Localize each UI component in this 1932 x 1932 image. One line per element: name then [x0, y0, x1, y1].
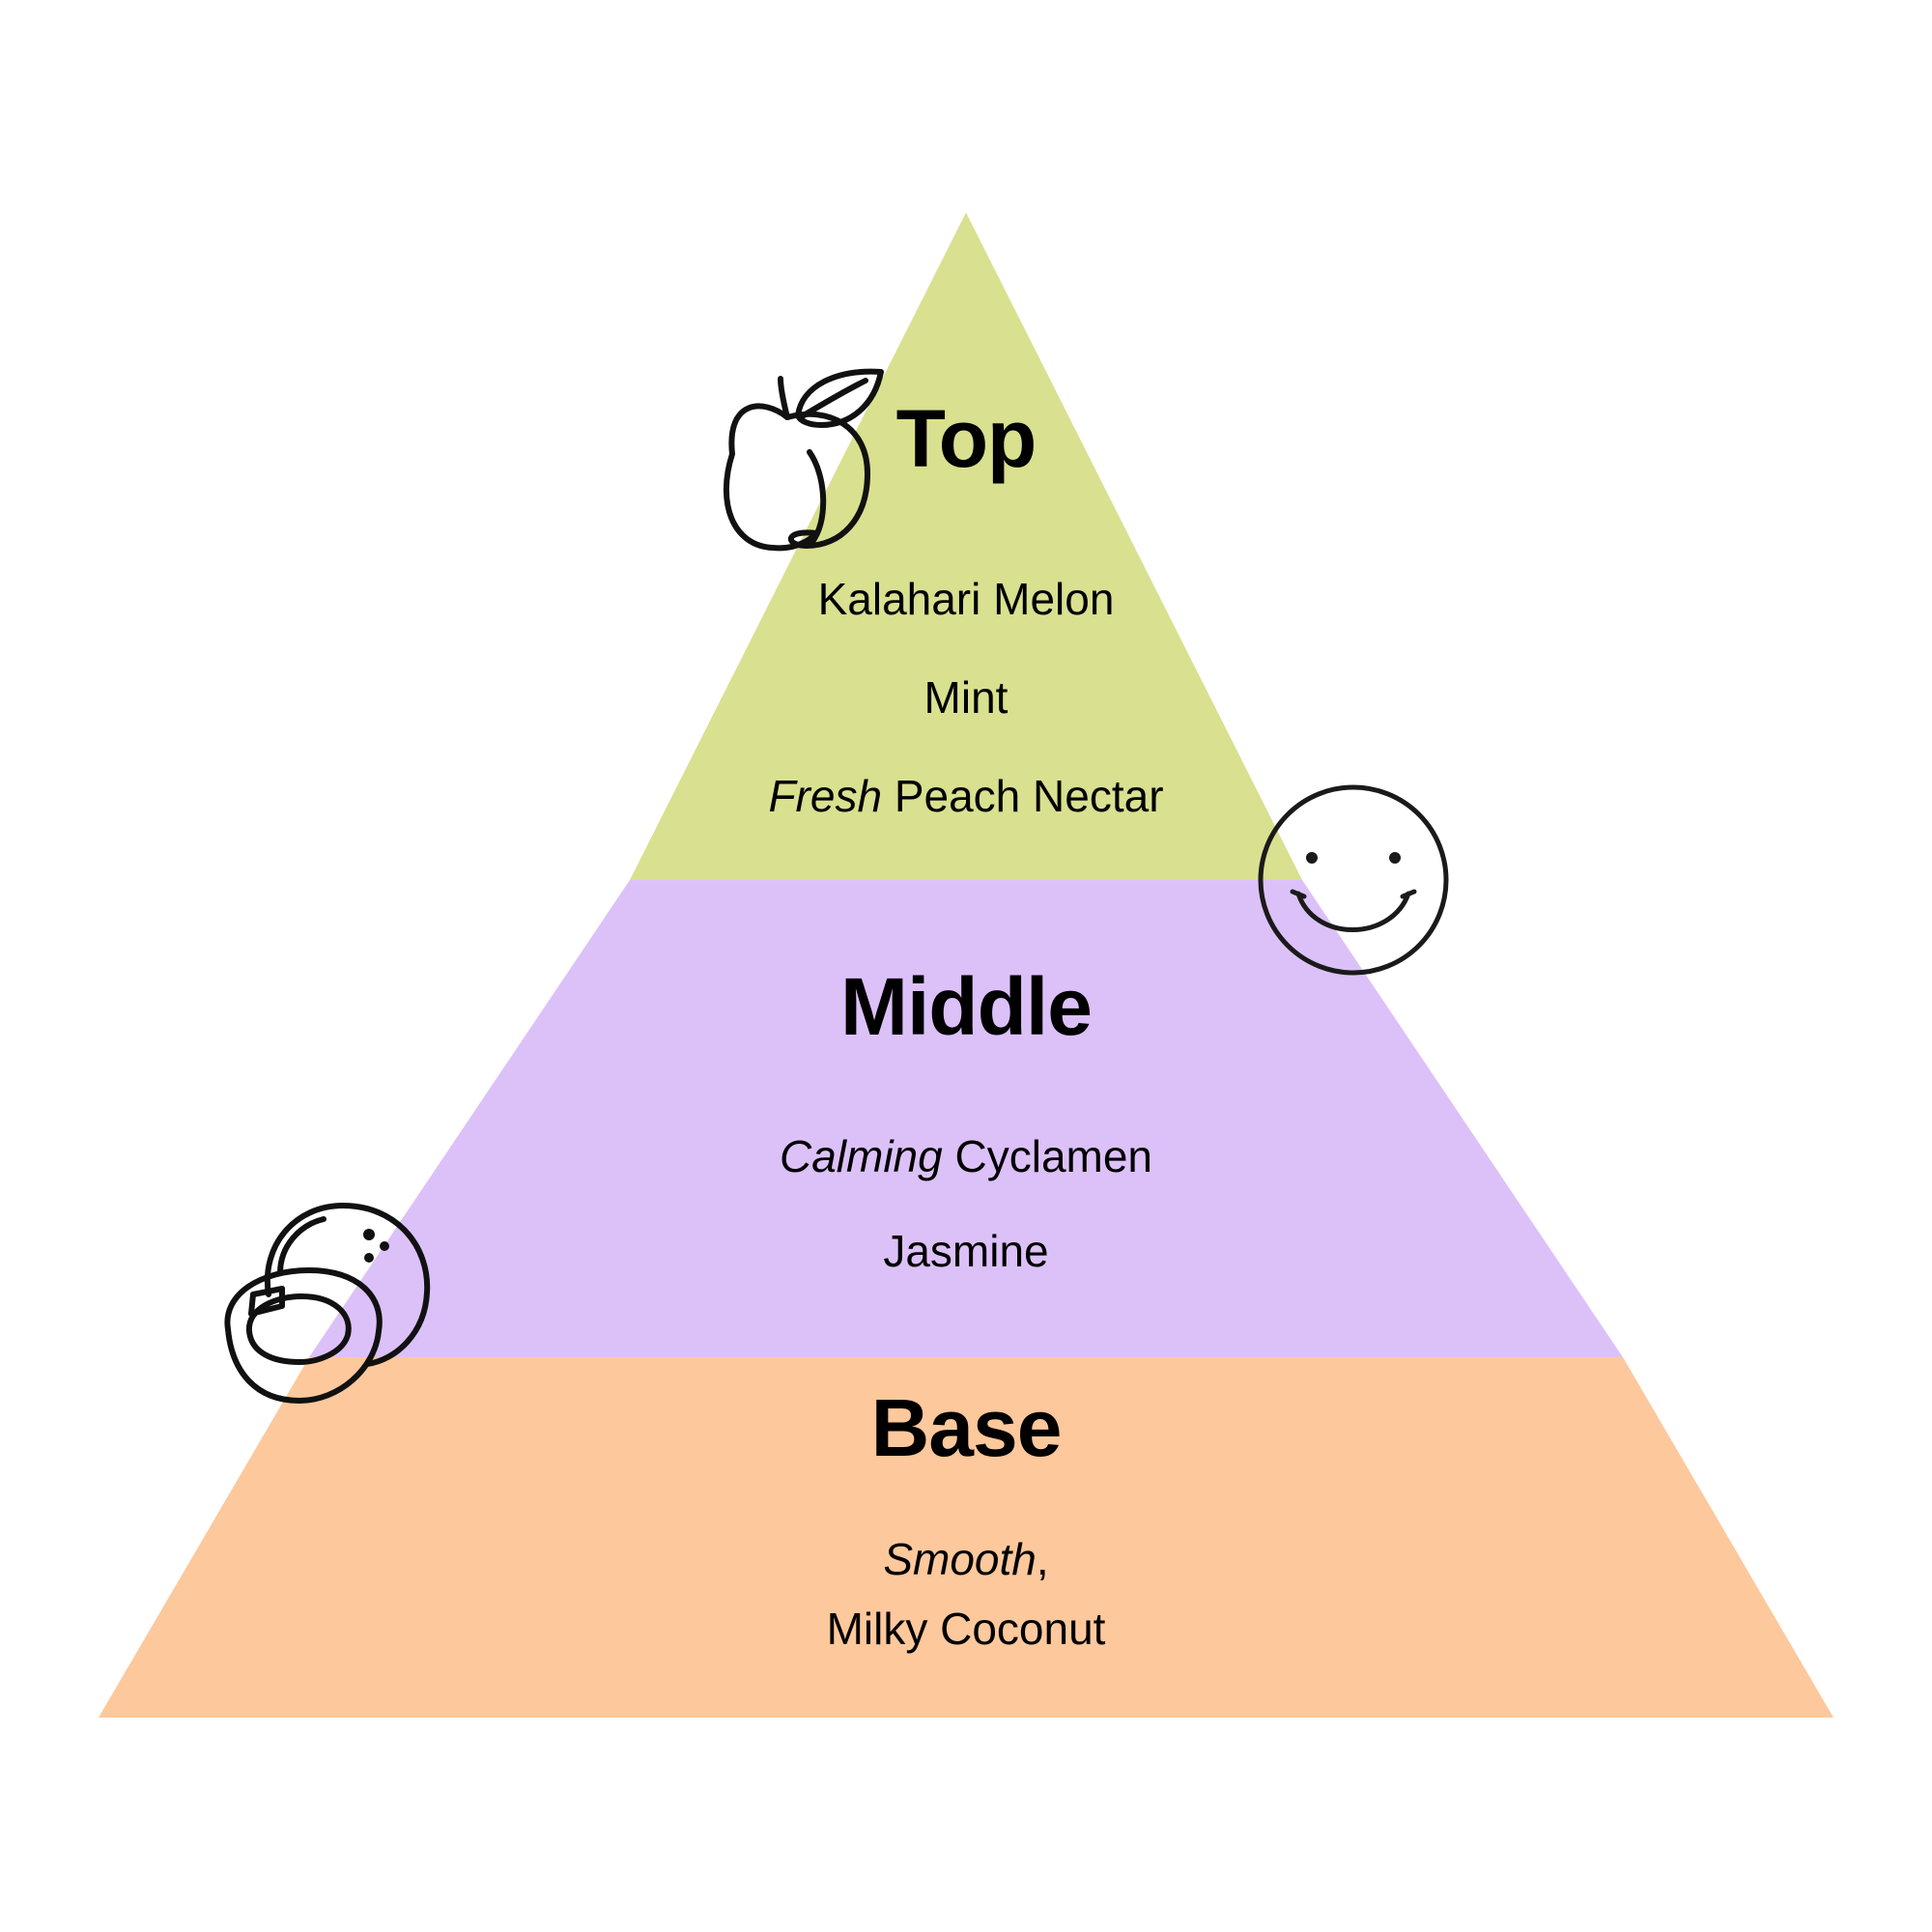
middle-note-2: Jasmine	[0, 1229, 1932, 1273]
note-descriptor: Fresh	[768, 771, 883, 821]
base-tier-band	[99, 1357, 1833, 1718]
top-note-1: Kalahari Melon	[0, 577, 1932, 621]
base-note-2: Milky Coconut	[0, 1606, 1932, 1651]
note-descriptor: Smooth	[883, 1534, 1037, 1584]
coconut-icon	[224, 1203, 431, 1404]
middle-tier-title: Middle	[840, 961, 1093, 1052]
middle-note-1: Calming Cyclamen	[0, 1134, 1932, 1179]
note-text: Peach Nectar	[882, 771, 1164, 821]
note-text: Cyclamen	[942, 1131, 1153, 1181]
note-text: Jasmine	[883, 1226, 1049, 1276]
note-descriptor: Calming	[779, 1131, 943, 1181]
middle-tier-band	[309, 880, 1623, 1357]
note-text: ,	[1036, 1534, 1049, 1584]
top-note-3: Fresh Peach Nectar	[0, 774, 1932, 818]
note-text: Milky Coconut	[826, 1604, 1106, 1654]
top-tier-title: Top	[895, 393, 1037, 484]
top-tier-band	[630, 213, 1302, 880]
top-note-2: Mint	[0, 675, 1932, 720]
base-note-1: Smooth,	[0, 1537, 1932, 1581]
peach-icon	[723, 368, 884, 552]
base-tier-title: Base	[870, 1382, 1063, 1473]
note-text: Kalahari Melon	[817, 574, 1115, 624]
smiley-face-icon	[1258, 784, 1449, 976]
note-text: Mint	[923, 672, 1009, 723]
